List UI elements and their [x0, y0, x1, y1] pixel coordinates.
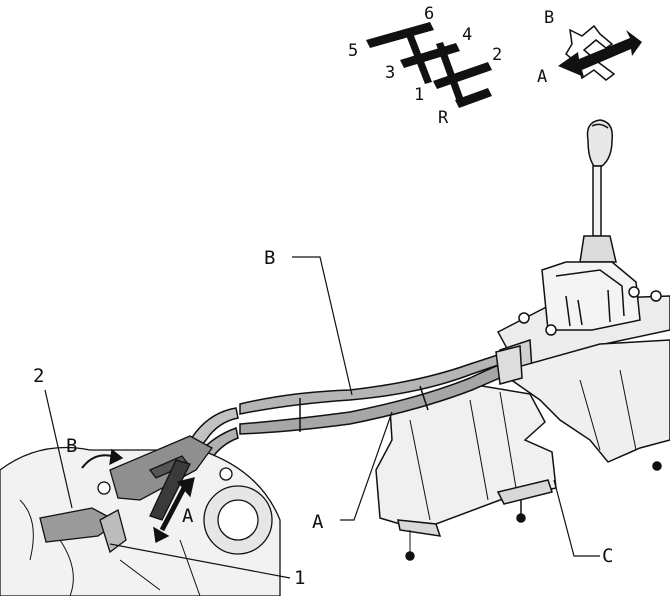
motion-arrow-b: [81, 454, 113, 469]
gear-label-2: 2: [492, 45, 502, 65]
motion-arrow-a: [159, 486, 187, 532]
leader-a-cable: [340, 411, 393, 521]
heat-shield-bracket: [375, 339, 670, 561]
gear-label-4: 4: [462, 25, 472, 45]
callout-cable-a: A: [312, 511, 324, 533]
gear-label-1: 1: [414, 85, 424, 105]
shift-lever: [579, 119, 617, 263]
gear-label-5: 5: [348, 41, 358, 61]
lever-boot: [579, 235, 617, 263]
direction-label-a: A: [537, 67, 547, 87]
leader-c-bracket: [553, 479, 600, 557]
leader-b-cable: [292, 256, 353, 396]
gear-label-3: 3: [385, 63, 395, 83]
lever-shaft: [592, 165, 602, 237]
callout-cable-b: B: [264, 247, 275, 269]
callout-lever-2: 2: [33, 365, 44, 387]
transmission-assembly: [0, 435, 281, 596]
gear-shift-pattern: 6 5 4 3 2 1 R: [348, 4, 502, 128]
callout-motion-b: B: [66, 435, 77, 457]
cable-end-a: [149, 459, 191, 521]
callout-bracket-c: C: [602, 545, 613, 567]
callout-lever-1: 1: [294, 567, 305, 589]
leader-lines: [44, 256, 600, 579]
gear-label-r: R: [438, 108, 449, 128]
leader-1-lever: [109, 543, 291, 579]
leader-2-lever: [44, 389, 73, 509]
direction-label-b: B: [544, 8, 554, 28]
direction-indicator: B A: [537, 8, 642, 87]
callout-motion-a: A: [182, 505, 194, 527]
shift-knob: [586, 119, 613, 167]
shift-gate-shape: [366, 22, 492, 108]
shift-cables: [184, 345, 523, 467]
shift-lever-1: [99, 509, 127, 554]
gear-label-6: 6: [424, 4, 434, 24]
shift-direction-arrow: [558, 30, 642, 77]
